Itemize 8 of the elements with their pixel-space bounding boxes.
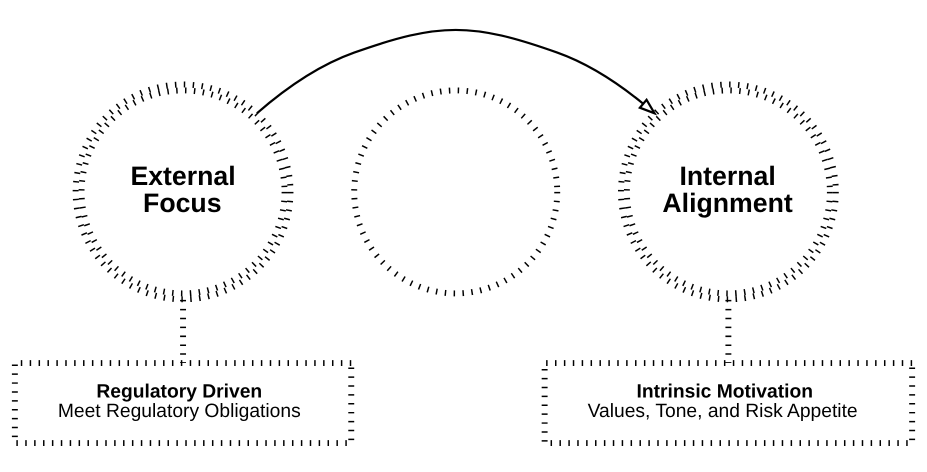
node-circle: External Focus [72, 81, 294, 302]
node-box: Regulatory Driven Meet Regulatory Obligations [12, 360, 354, 446]
connector [180, 299, 186, 363]
arrow [256, 28, 658, 115]
node-circle: Internal Alignment [618, 81, 839, 302]
node-box: Intrinsic Motivation Values, Tone, and Risk Appetite [542, 360, 916, 446]
connector [725, 299, 732, 363]
node-circle [351, 86, 560, 296]
